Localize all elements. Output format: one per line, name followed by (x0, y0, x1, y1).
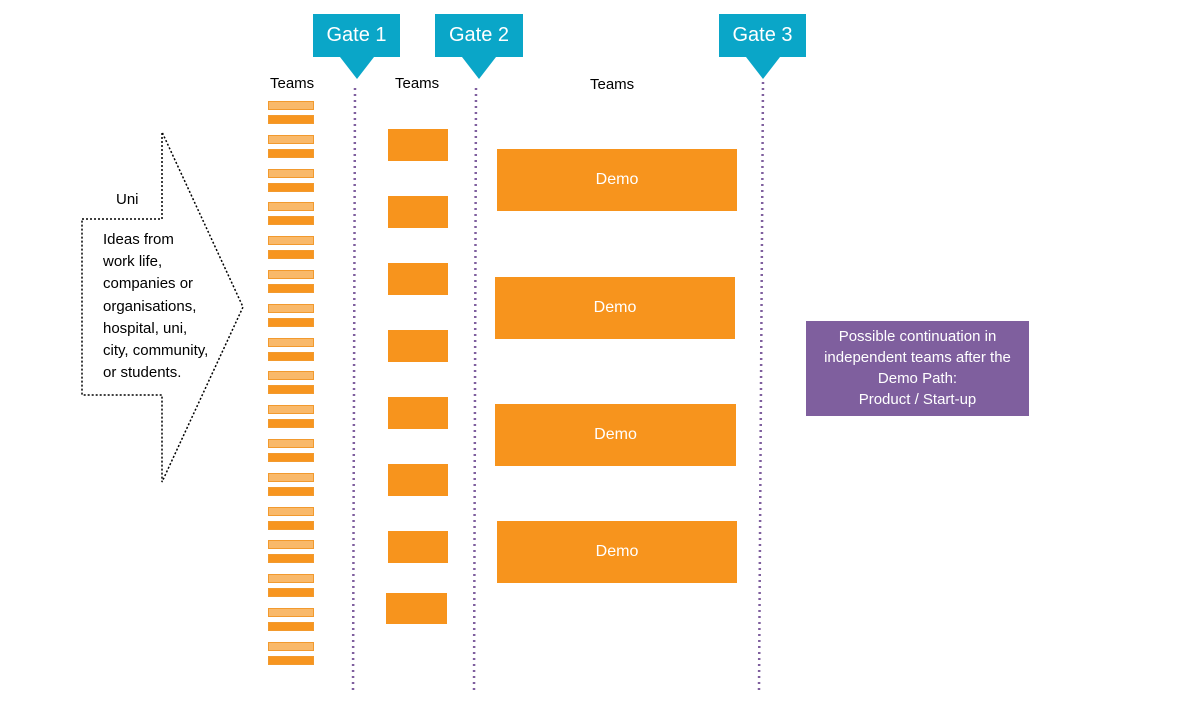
team-slot (268, 284, 314, 293)
team-slot (268, 507, 314, 516)
team-slot (268, 183, 314, 192)
team-slot (268, 439, 314, 448)
demo-box-4: Demo (497, 521, 737, 583)
team-slot (268, 250, 314, 259)
team-slot (268, 453, 314, 462)
team-slot (268, 622, 314, 631)
team-slot (268, 608, 314, 617)
gate-1-label: Gate 1 (313, 14, 400, 57)
team-slot (268, 574, 314, 583)
ideas-source-text: Ideas from work life, companies or organ… (103, 231, 209, 382)
gate-3-divider (757, 82, 765, 691)
continuation-box: Possible continuation in independent tea… (806, 321, 1029, 416)
team-slot (268, 135, 314, 144)
gate-1-divider (351, 88, 357, 693)
demo-box-3: Demo (495, 404, 736, 466)
team-slot (268, 352, 314, 361)
gate-3-arrow-icon (746, 57, 780, 79)
team-box (388, 531, 448, 563)
team-slot (268, 419, 314, 428)
team-slot (268, 385, 314, 394)
team-slot (268, 270, 314, 279)
column-2-label: Teams (395, 75, 440, 92)
gate-2-arrow-icon (462, 57, 496, 79)
continuation-line-4: Product / Start-up (858, 391, 977, 408)
gate-1-arrow-icon (340, 57, 374, 79)
demo-box-2: Demo (495, 277, 735, 339)
column-3-label: Teams (590, 76, 635, 93)
team-slot (268, 149, 314, 158)
team-slot (268, 216, 314, 225)
team-slot (268, 304, 314, 313)
team-slot (268, 540, 314, 549)
uni-label: Uni (116, 191, 139, 208)
ideas-arrow-outline (81, 131, 244, 483)
team-box (388, 263, 448, 295)
gate-2-label: Gate 2 (435, 14, 523, 57)
team-slot (268, 588, 314, 597)
team-slot (268, 405, 314, 414)
team-slot (268, 115, 314, 124)
gate-2-divider (472, 88, 478, 693)
team-box (386, 593, 447, 624)
continuation-line-2: independent teams after the (824, 349, 1011, 366)
team-slot (268, 642, 314, 651)
team-slot (268, 473, 314, 482)
column-1-label: Teams (270, 75, 315, 92)
gate-3-label: Gate 3 (719, 14, 806, 57)
team-slot (268, 521, 314, 530)
demo-box-1: Demo (497, 149, 737, 211)
team-box (388, 129, 448, 161)
team-slot (268, 318, 314, 327)
team-box (388, 196, 448, 228)
team-slot (268, 169, 314, 178)
team-box (388, 330, 448, 362)
team-slot (268, 236, 314, 245)
team-slot (268, 554, 314, 563)
continuation-line-3: Demo Path: (877, 370, 958, 387)
team-box (388, 397, 448, 429)
team-slot (268, 202, 314, 211)
team-slot (268, 371, 314, 380)
team-slot (268, 101, 314, 110)
team-slot (268, 487, 314, 496)
team-slot (268, 656, 314, 665)
team-box (388, 464, 448, 496)
team-slot (268, 338, 314, 347)
continuation-line-1: Possible continuation in (838, 328, 997, 345)
